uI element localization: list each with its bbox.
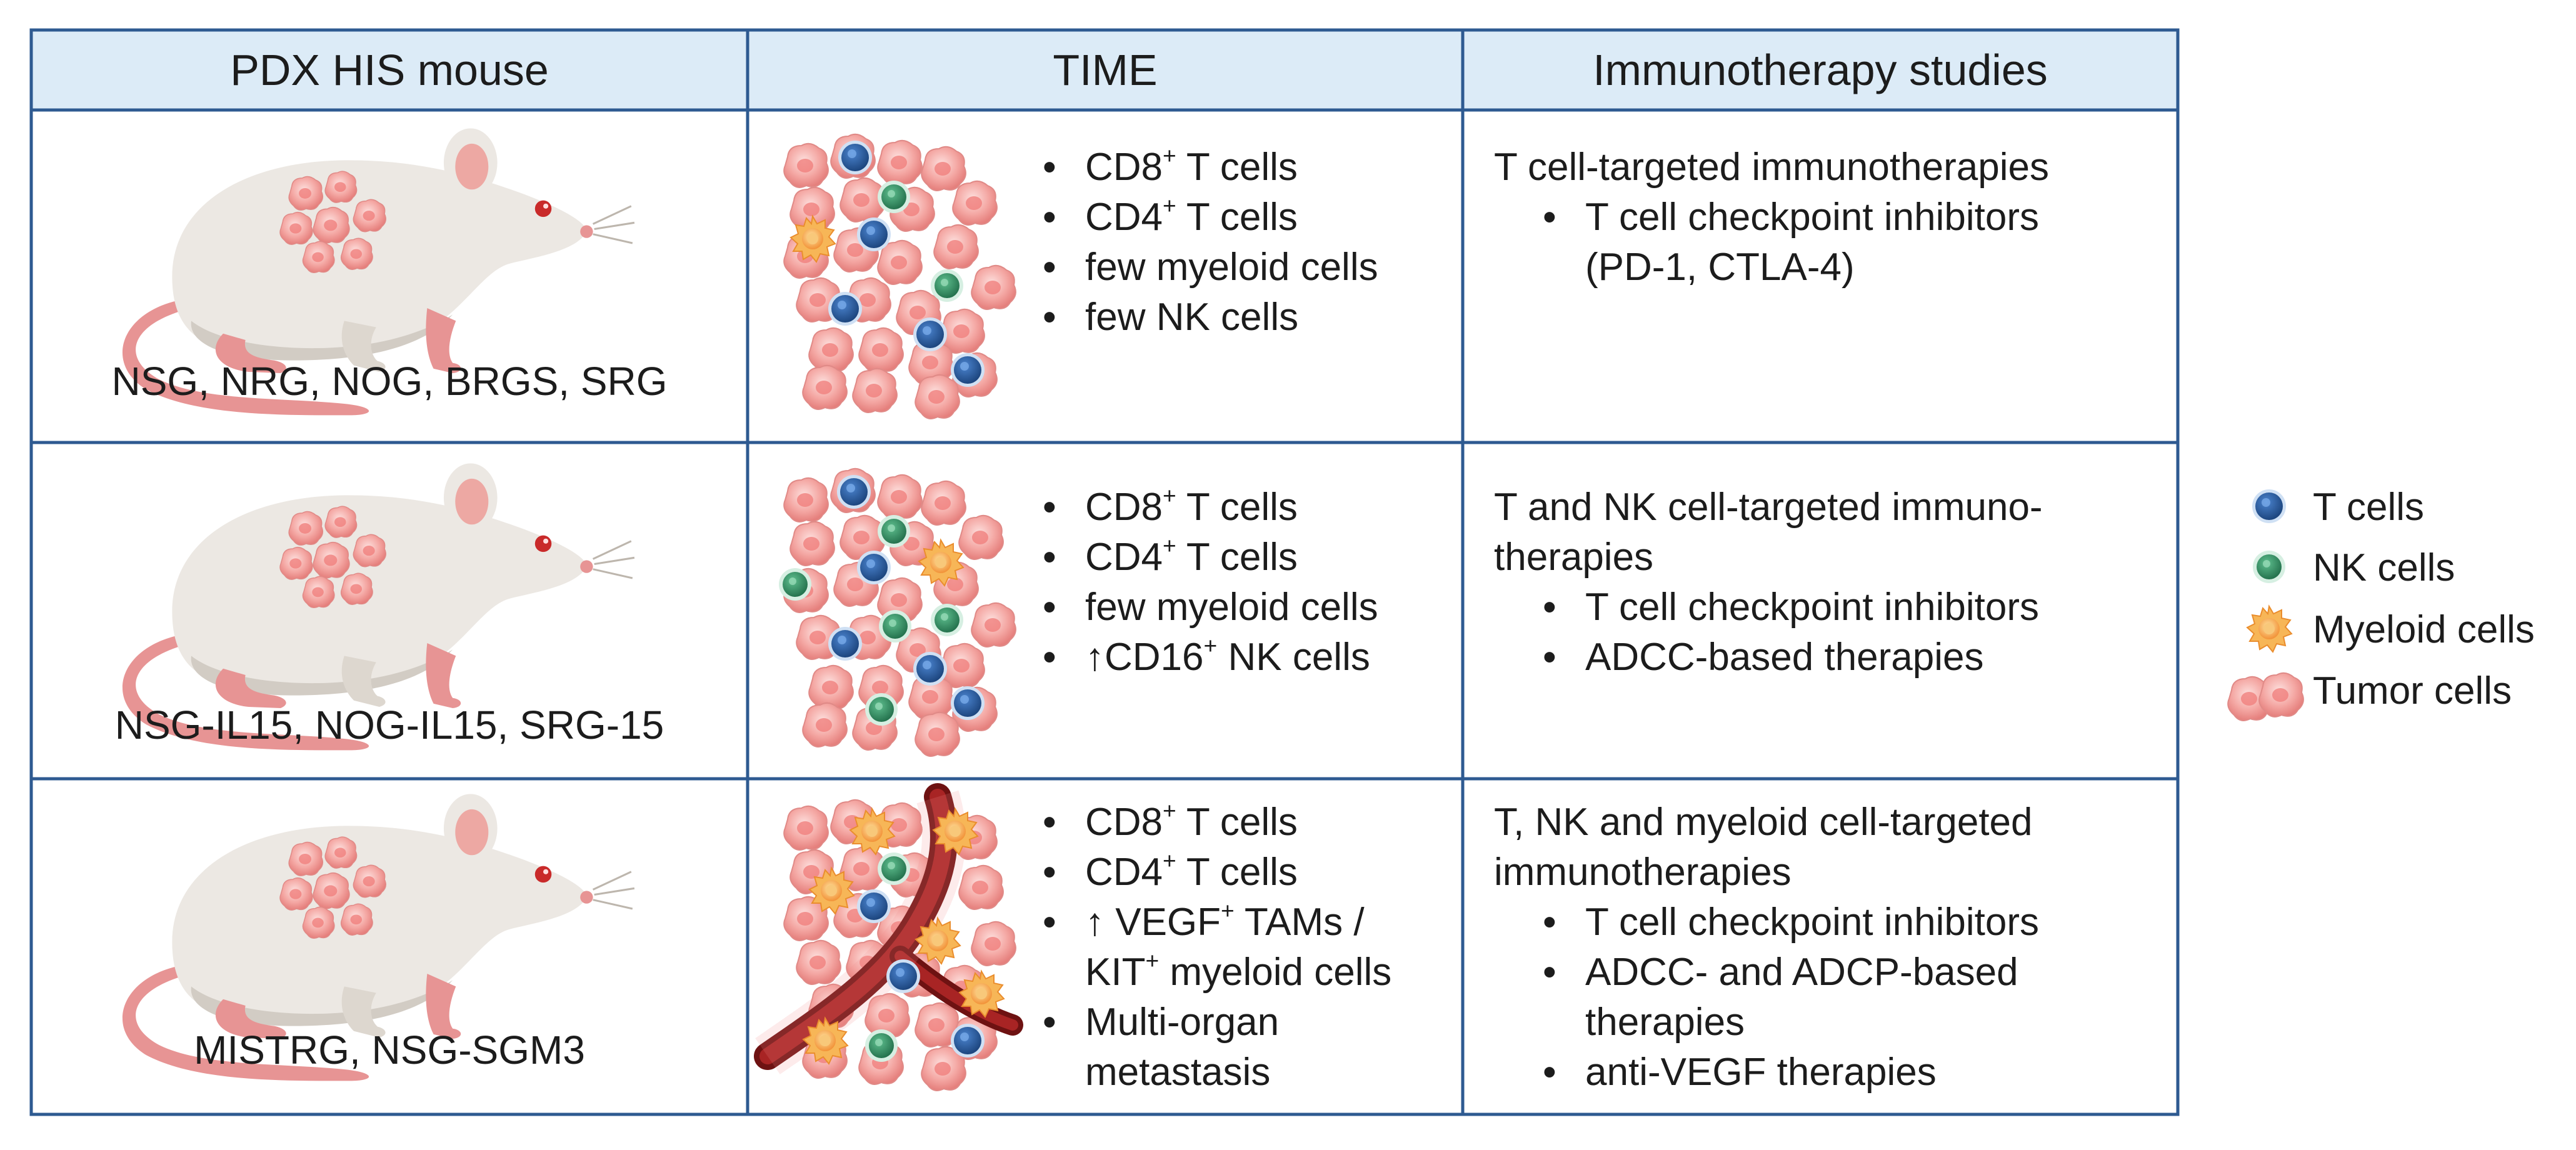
row2-therapy: T and NK cell-targeted immuno- therapies… — [1494, 482, 2043, 682]
legend-t-cells: T cells — [2313, 486, 2425, 529]
row1-therapy: T cell-targeted immunotherapies T cell c… — [1494, 142, 2049, 292]
legend-nk-cells: NK cells — [2313, 546, 2455, 589]
list-item: ↑CD16+ NK cells — [1038, 632, 1378, 682]
list-item: CD4+ T cells — [1038, 192, 1378, 242]
time-cluster-row2 — [779, 468, 1016, 757]
row3-therapy: T, NK and myeloid cell-targeted immunoth… — [1494, 798, 2039, 1098]
list-item: CD8+ T cells — [1038, 142, 1378, 192]
header-time: TIME — [1053, 46, 1158, 94]
row2-strains: NSG-IL15, NOG-IL15, SRG-15 — [114, 702, 664, 748]
list-item: ADCC-based therapies — [1538, 632, 2043, 682]
legend-tumor-cells: Tumor cells — [2313, 669, 2512, 712]
list-item: T cell checkpoint inhibitors — [1538, 898, 2039, 948]
list-item: CD4+ T cells — [1038, 532, 1378, 582]
list-item: CD8+ T cells — [1038, 482, 1378, 532]
legend-tumor-cell-icon — [2227, 672, 2304, 721]
legend-myeloid-cells: Myeloid cells — [2313, 608, 2535, 651]
legend-myeloid-cell-icon — [2247, 606, 2292, 652]
row1-time-list: CD8+ T cells CD4+ T cells few myeloid ce… — [1038, 142, 1378, 342]
therapy-title: T cell-targeted immunotherapies — [1494, 146, 2049, 189]
list-item: anti-VEGF therapies — [1538, 1048, 2039, 1098]
row1-strains: NSG, NRG, NOG, BRGS, SRG — [111, 359, 668, 404]
therapy-title-cont: immunotherapies — [1494, 851, 1792, 894]
list-item: few myeloid cells — [1038, 582, 1378, 632]
list-item: ↑ VEGF+ TAMs /KIT+ myeloid cells — [1038, 898, 1391, 998]
list-item: few NK cells — [1038, 292, 1378, 342]
list-item: CD8+ T cells — [1038, 798, 1391, 848]
list-item: T cell checkpoint inhibitors(PD-1, CTLA-… — [1538, 192, 2049, 292]
list-item: CD4+ T cells — [1038, 848, 1391, 898]
therapy-title: T, NK and myeloid cell-targeted — [1494, 801, 2033, 844]
therapy-title: T and NK cell-targeted immuno- — [1494, 486, 2043, 529]
time-cluster-row1 — [783, 133, 1016, 419]
legend-nk-cell-icon — [2253, 551, 2285, 583]
row3-strains: MISTRG, NSG-SGM3 — [194, 1028, 585, 1072]
row3-time-list: CD8+ T cells CD4+ T cells ↑ VEGF+ TAMs /… — [1038, 798, 1391, 1098]
therapy-title-cont: therapies — [1494, 536, 1654, 579]
legend-t-cell-icon — [2252, 489, 2286, 523]
header-immunotherapy-studies: Immunotherapy studies — [1593, 46, 2048, 94]
list-item: T cell checkpoint inhibitors — [1538, 582, 2043, 632]
list-item: few myeloid cells — [1038, 242, 1378, 292]
time-cluster-row3 — [754, 783, 1023, 1091]
header-pdx-his-mouse: PDX HIS mouse — [230, 46, 549, 94]
row2-time-list: CD8+ T cells CD4+ T cells few myeloid ce… — [1038, 482, 1378, 682]
